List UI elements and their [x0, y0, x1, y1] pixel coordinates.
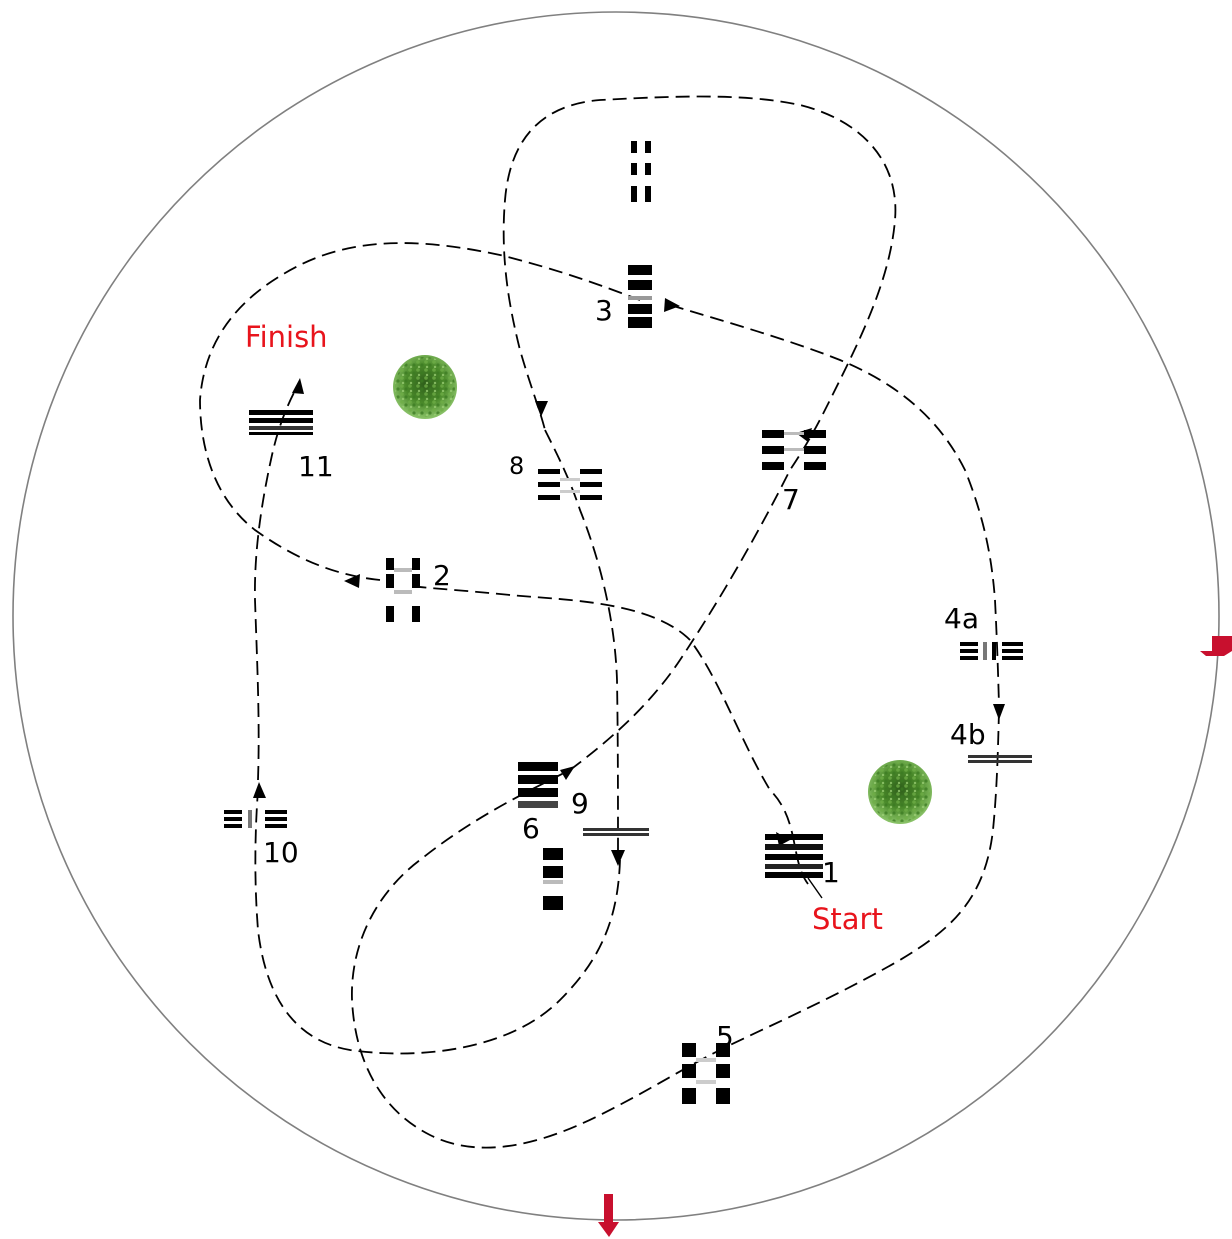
- obstacle-4b-label: 4b: [950, 718, 986, 751]
- obstacle-4b: 4b: [950, 718, 1032, 763]
- obstacle-4a-label: 4a: [944, 602, 979, 635]
- obstacle-9: 9: [571, 787, 649, 836]
- obstacle-3-label: 3: [595, 294, 613, 327]
- direction-arrow-icon: [535, 401, 548, 417]
- finish-label: Finish: [245, 320, 328, 354]
- direction-arrow-icon: [664, 298, 680, 312]
- obstacle-2-label: 2: [433, 559, 451, 592]
- obstacle-8-label: 8: [509, 452, 524, 480]
- obstacle-3: 3: [595, 265, 652, 328]
- obstacle-10-label: 10: [263, 836, 299, 869]
- obstacle-11: 11: [249, 410, 334, 483]
- entry-arrow-icon: [598, 1194, 619, 1237]
- obstacle-7: 7: [762, 430, 826, 516]
- route-line: [199, 95, 1000, 1149]
- obstacle-10: 10: [224, 810, 299, 869]
- obstacle-7-label: 7: [782, 483, 800, 516]
- bush-icon: [868, 760, 932, 824]
- obstacle-2: 2: [386, 558, 451, 622]
- obstacle-1-label: 1: [822, 856, 840, 889]
- obstacle-4a: 4a: [944, 602, 1023, 660]
- direction-arrow-icon: [344, 574, 360, 588]
- obstacle-11-label: 11: [298, 450, 334, 483]
- entry-arrow-icon: [1200, 636, 1232, 656]
- direction-arrow-icon: [292, 378, 304, 394]
- start-label: Start: [812, 902, 883, 936]
- obstacle-9-label: 9: [571, 787, 589, 820]
- obstacle-5: 5: [682, 1020, 734, 1104]
- direction-arrow-icon: [560, 766, 575, 780]
- obstacle-1: 1: [765, 834, 840, 899]
- bush-icon: [393, 355, 457, 419]
- obstacle-8: 8: [509, 452, 602, 500]
- direction-arrow-icon: [611, 850, 625, 866]
- arena-boundary: [12, 11, 1220, 1221]
- direction-arrow-icon: [993, 704, 1005, 720]
- obstacle-5-label: 5: [716, 1020, 734, 1053]
- obstacle-6: 6: [518, 762, 563, 910]
- direction-arrow-icon: [253, 782, 266, 798]
- obstacle-6-label: 6: [522, 812, 540, 845]
- upright-pair-top: [631, 141, 651, 202]
